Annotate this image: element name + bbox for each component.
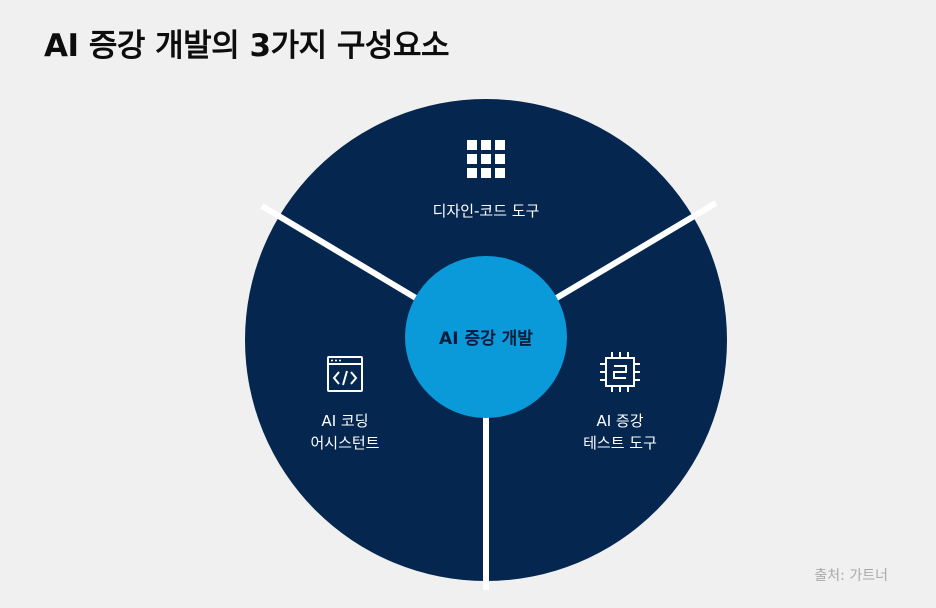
segment-label-line-1: AI 코딩 [321, 412, 368, 430]
grid-icon [467, 140, 505, 178]
segment-coding-assistant: AI 코딩 어시스턴트 [310, 356, 380, 452]
source-note: 출처: 가트너 [814, 568, 888, 584]
segment-design-code: 디자인-코드 도구 [433, 140, 540, 220]
segment-label-line-2: 어시스턴트 [310, 434, 379, 452]
center-circle [405, 256, 567, 418]
segment-label-line-1: AI 증강 [596, 412, 643, 430]
segment-label: 디자인-코드 도구 [433, 202, 540, 220]
segment-label-line-2: 테스트 도구 [583, 434, 657, 452]
segment-test-tools: AI 증강 테스트 도구 [583, 352, 657, 452]
chip-icon [600, 352, 640, 392]
page-title: AI 증강 개발의 3가지 구성요소 [44, 28, 450, 64]
code-window-icon [327, 356, 363, 392]
center-label: AI 증강 개발 [439, 329, 533, 349]
